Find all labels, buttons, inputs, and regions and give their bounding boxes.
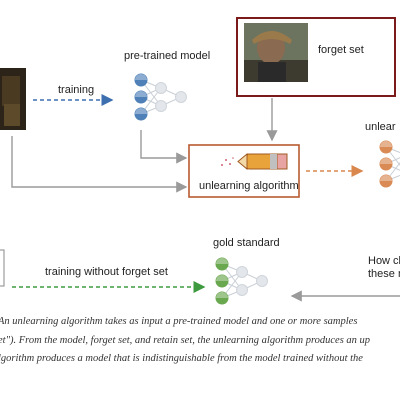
network-node-highlight <box>216 292 228 298</box>
network-node-highlight <box>380 158 392 164</box>
training-label: training <box>58 84 95 96</box>
forget-set-photo <box>236 17 396 97</box>
network-node <box>236 284 248 296</box>
network-node <box>379 174 393 188</box>
these-models-label: these m <box>368 268 400 280</box>
network-node-highlight <box>135 91 147 97</box>
forget-set-label: forget set <box>318 44 364 56</box>
unlearning-algorithm-label: unlearning algorithm <box>199 180 299 192</box>
gold-standard-network <box>215 257 268 305</box>
unlearning-algorithm-box <box>188 144 300 198</box>
network-node <box>256 275 268 287</box>
how-close-label: How clo <box>368 255 400 267</box>
network-node <box>379 140 393 154</box>
training-data-photo <box>0 68 26 130</box>
network-node <box>134 90 148 104</box>
eraser-icon <box>221 152 288 171</box>
caption-line-3: lgorithm produces a model that is indist… <box>0 353 363 364</box>
network-node-highlight <box>135 108 147 114</box>
network-node-highlight <box>135 74 147 80</box>
caption-line-1: An unlearning algorithm takes as input a… <box>0 316 358 327</box>
network-node <box>134 107 148 121</box>
network-node-highlight <box>380 175 392 181</box>
network-node <box>215 257 229 271</box>
caption-line-2: et"). From the model, forget set, and re… <box>0 334 371 346</box>
gold-standard-label: gold standard <box>213 237 280 249</box>
network-node <box>215 291 229 305</box>
network-node-highlight <box>216 258 228 264</box>
unlearned-model-network <box>379 140 400 188</box>
pretrained-model-label: pre-trained model <box>124 50 211 62</box>
unlearned-model-label: unlear <box>365 121 396 133</box>
training-without-forget-label: training without forget set <box>45 266 168 278</box>
pretrained-to-unlearning-arrow <box>140 130 188 164</box>
network-node <box>379 157 393 171</box>
network-node-highlight <box>216 275 228 281</box>
retain-set-photo-edge <box>0 249 5 287</box>
network-node <box>155 82 167 94</box>
network-node <box>134 73 148 87</box>
retain-to-unlearning-arrow <box>11 136 188 193</box>
figure-caption: An unlearning algorithm takes as input a… <box>0 313 400 369</box>
network-node <box>175 91 187 103</box>
network-node <box>236 266 248 278</box>
network-node <box>215 274 229 288</box>
network-node-highlight <box>380 141 392 147</box>
network-node <box>155 100 167 112</box>
pretrained-model-network <box>134 73 187 121</box>
